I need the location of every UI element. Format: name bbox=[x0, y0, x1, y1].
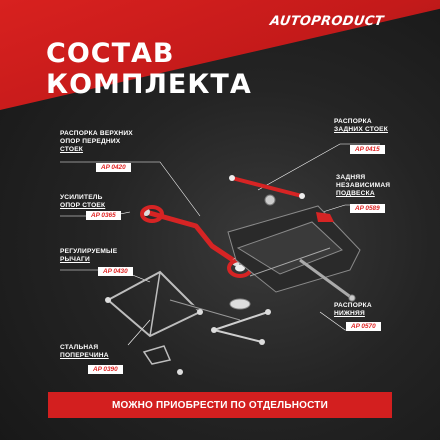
label-lower-brace-line2: НИЖНЯЯ bbox=[334, 310, 365, 317]
label-adjustable-arms-line1: РЕГУЛИРУЕМЫЕ bbox=[60, 248, 118, 255]
label-rear-strut-brace: РАСПОРКА ЗАДНИХ СТОЕК bbox=[334, 118, 388, 134]
code-adjustable-arms: AP 0430 bbox=[98, 267, 133, 276]
code-strut-reinforcement: AP 0365 bbox=[86, 211, 121, 220]
title-line-1: СОСТАВ bbox=[46, 38, 175, 69]
label-front-strut-brace-line2: ОПОР ПЕРЕДНИХ bbox=[60, 138, 121, 145]
code-rear-strut-brace: AP 0415 bbox=[350, 145, 385, 154]
leader-front-brace bbox=[60, 161, 201, 217]
code-rear-suspension: AP 0589 bbox=[350, 204, 385, 213]
label-rear-strut-brace-line2: ЗАДНИХ СТОЕК bbox=[334, 126, 388, 133]
label-strut-reinforcement-line1: УСИЛИТЕЛЬ bbox=[60, 194, 103, 201]
code-front-strut-brace: AP 0420 bbox=[96, 163, 131, 172]
label-steel-crossmember-line1: СТАЛЬНАЯ bbox=[60, 344, 99, 351]
leader-rear-brace bbox=[257, 143, 380, 191]
label-strut-reinforcement: УСИЛИТЕЛЬ ОПОР СТОЕК bbox=[60, 194, 105, 210]
footer-text: МОЖНО ПРИОБРЕСТИ ПО ОТДЕЛЬНОСТИ bbox=[111, 399, 329, 411]
label-front-strut-brace-line1: РАСПОРКА ВЕРХНИХ bbox=[60, 130, 133, 137]
strut-reinforcement-art bbox=[140, 205, 253, 310]
code-steel-crossmember: AP 0390 bbox=[88, 365, 123, 374]
label-front-strut-brace-line3: СТОЕК bbox=[60, 146, 84, 153]
leader-crossmember bbox=[127, 319, 151, 346]
label-adjustable-arms-line2: РЫЧАГИ bbox=[60, 256, 90, 263]
label-rear-suspension-line3: ПОДВЕСКА bbox=[336, 190, 375, 197]
label-rear-strut-brace-line1: РАСПОРКА bbox=[334, 118, 372, 125]
label-rear-suspension-line1: ЗАДНЯЯ bbox=[336, 174, 366, 181]
lower-brace-art bbox=[211, 309, 271, 345]
rear-suspension-art bbox=[227, 194, 361, 302]
label-rear-suspension: ЗАДНЯЯ НЕЗАВИСИМАЯ ПОДВЕСКА bbox=[336, 174, 390, 198]
label-lower-brace: РАСПОРКА НИЖНЯЯ bbox=[334, 302, 372, 318]
label-steel-crossmember: СТАЛЬНАЯ ПОПЕРЕЧИНА bbox=[60, 344, 109, 360]
front-strut-brace-art bbox=[142, 208, 240, 266]
rear-strut-brace-art bbox=[229, 175, 305, 199]
label-lower-brace-line1: РАСПОРКА bbox=[334, 302, 372, 309]
label-front-strut-brace: РАСПОРКА ВЕРХНИХ ОПОР ПЕРЕДНИХ СТОЕК bbox=[60, 130, 133, 154]
arms-crossmember-art bbox=[105, 270, 241, 375]
page-title: СОСТАВ КОМПЛЕКТА bbox=[46, 38, 252, 100]
label-steel-crossmember-line2: ПОПЕРЕЧИНА bbox=[60, 352, 109, 359]
footer-banner: МОЖНО ПРИОБРЕСТИ ПО ОТДЕЛЬНОСТИ bbox=[48, 392, 392, 418]
code-lower-brace: AP 0570 bbox=[346, 322, 381, 331]
label-adjustable-arms: РЕГУЛИРУЕМЫЕ РЫЧАГИ bbox=[60, 248, 117, 264]
label-strut-reinforcement-line2: ОПОР СТОЕК bbox=[60, 202, 106, 209]
label-rear-suspension-line2: НЕЗАВИСИМАЯ bbox=[336, 182, 391, 189]
title-line-2: КОМПЛЕКТА bbox=[46, 69, 252, 100]
